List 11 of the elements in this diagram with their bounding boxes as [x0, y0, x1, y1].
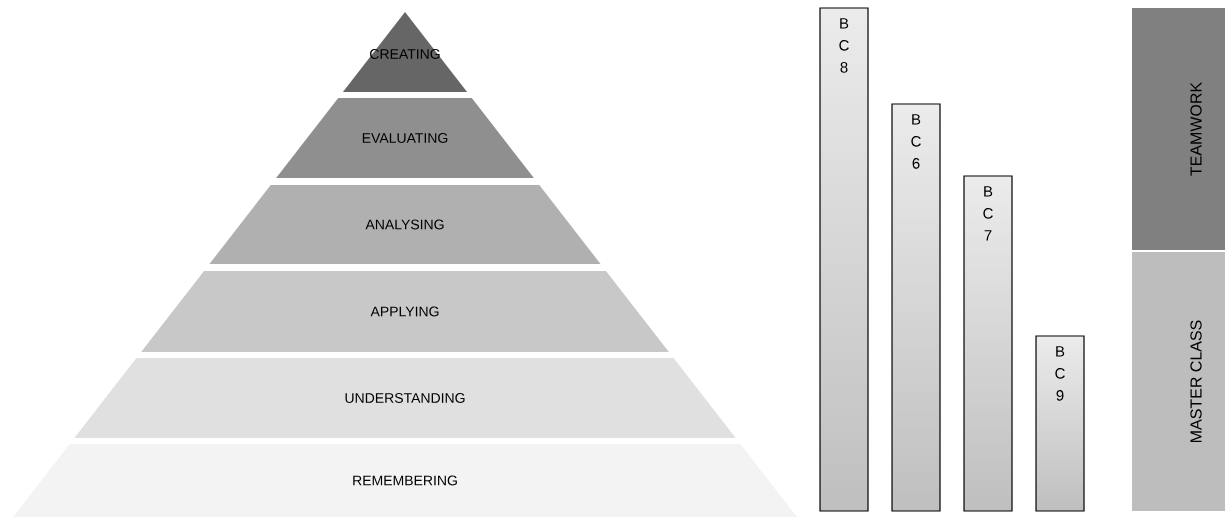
pyramid-layer: EVALUATING: [276, 98, 534, 178]
pyramid-layer: ANALYSING: [209, 185, 601, 264]
pyramid-layer: APPLYING: [141, 271, 669, 352]
category-band: TEAMWORK: [1132, 8, 1225, 250]
bar: B C 8: [819, 7, 869, 512]
bar: B C 9: [1035, 335, 1085, 512]
bar: B C 6: [891, 103, 941, 512]
category-band: MASTER CLASS: [1132, 252, 1225, 511]
pyramid-layer: UNDERSTANDING: [74, 358, 736, 438]
bar: B C 7: [963, 175, 1013, 512]
pyramid-layer: REMEMBERING: [13, 444, 797, 517]
